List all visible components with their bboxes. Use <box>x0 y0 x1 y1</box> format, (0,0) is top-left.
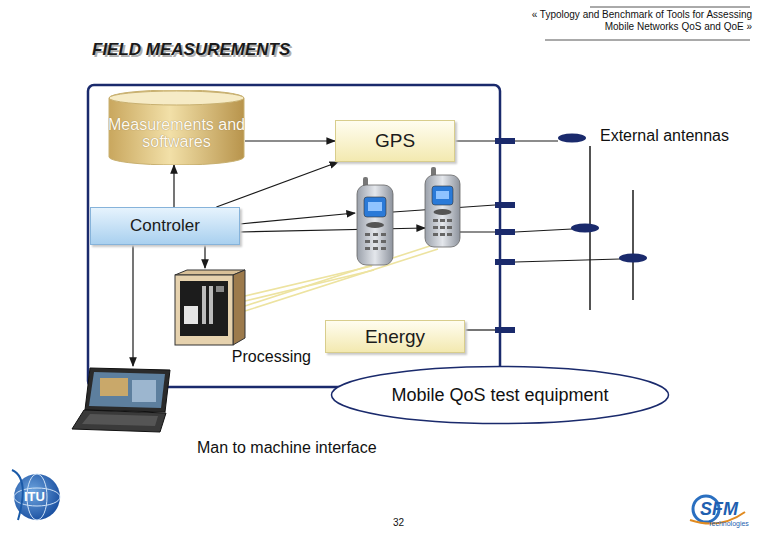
logo-text: ITU <box>24 489 45 505</box>
connector-group <box>174 165 175 207</box>
node-text: Measurements and softwares <box>108 117 245 151</box>
callout-label: Man to machine interface <box>197 438 377 457</box>
logo-text: Technologies <box>708 520 749 528</box>
logo-text: SFM <box>700 499 738 521</box>
laptop <box>72 368 170 432</box>
itu-logo <box>12 470 60 520</box>
external-antennas <box>515 134 647 311</box>
connector-arrow <box>245 140 335 141</box>
callout-label: External antennas <box>600 126 729 145</box>
header-rule <box>590 7 750 8</box>
connector-bars <box>495 138 515 333</box>
page-number: 32 <box>393 517 404 529</box>
header-text: « Typology and Benchmark of Tools for As… <box>530 9 752 33</box>
process-box: Energy <box>325 320 465 353</box>
connector-arrow <box>216 162 338 207</box>
connector-group <box>245 141 335 142</box>
process-box: GPS <box>335 120 455 162</box>
sfm-logo <box>690 496 745 524</box>
slide-title: FIELD MEASUREMENTS <box>92 40 290 60</box>
node-text: Processing <box>232 349 311 366</box>
header-rule <box>545 40 750 41</box>
data-links <box>245 244 438 311</box>
process-box: Controler <box>90 207 240 245</box>
mobile-phone <box>357 177 393 265</box>
node-text: Mobile QoS test equipment <box>391 386 608 405</box>
internal-wires <box>393 141 495 330</box>
ellipse-label: Mobile QoS test equipment <box>330 365 670 425</box>
node-text: GPS <box>375 131 415 151</box>
connector-arrow <box>204 245 205 268</box>
node-text: Energy <box>365 327 425 347</box>
database-cylinder: Measurements and softwares <box>108 90 245 165</box>
computer-node: Processing <box>170 268 315 368</box>
node-text: Controler <box>130 217 200 235</box>
equipment-frame <box>88 85 500 387</box>
connector-group <box>216 162 338 207</box>
connector-arrow <box>173 165 174 207</box>
mobile-phone <box>425 167 460 247</box>
connector-group <box>205 245 206 268</box>
